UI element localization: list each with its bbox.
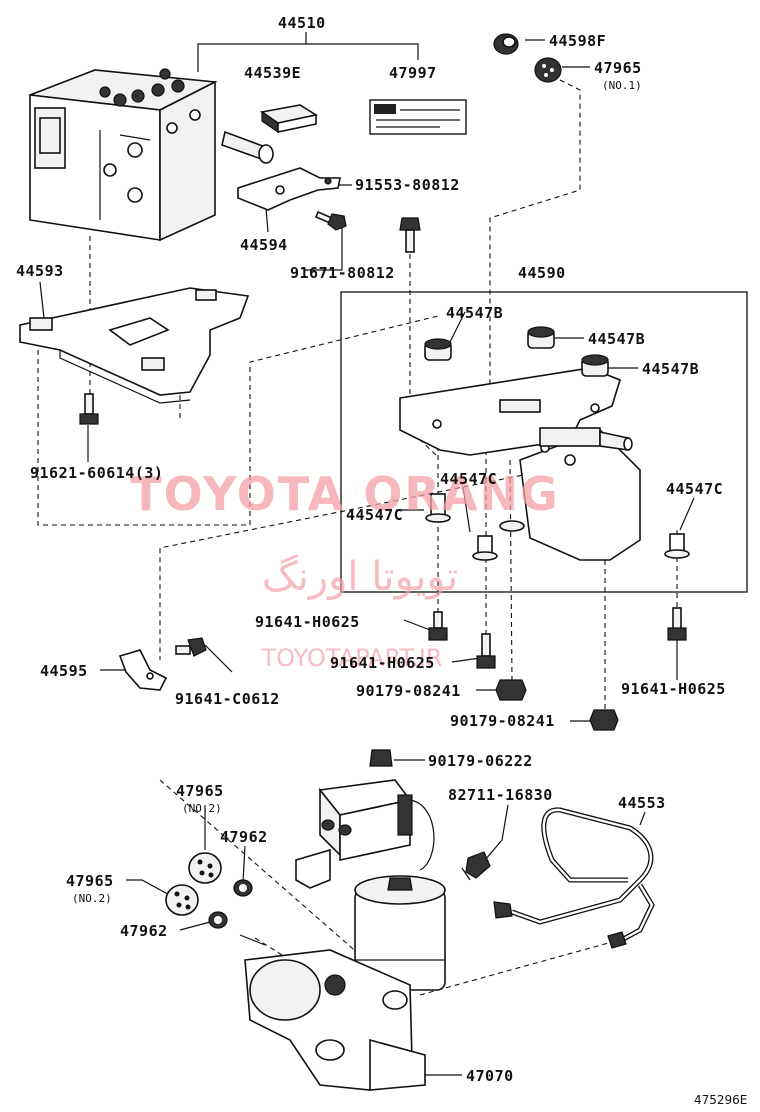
cushion-44547B-2 — [527, 326, 555, 349]
oring-47962-1-hole — [239, 884, 247, 892]
label-44547C-1: 44547C — [440, 470, 497, 488]
watermark-site: TOYOTAPART.IR — [260, 644, 442, 672]
label-44547B-2: 44547B — [588, 330, 645, 348]
label-90179-08241-2: 90179-08241 — [450, 712, 555, 730]
label-82711: 82711-16830 — [448, 786, 553, 804]
cushion-44547B-1 — [424, 338, 452, 361]
label-47965-no2b: 47965 — [66, 872, 114, 890]
label-44547B-1: 44547B — [446, 304, 503, 322]
bolt-91641-C0612 — [175, 637, 207, 657]
label-44595: 44595 — [40, 662, 88, 680]
grommet-44598F — [493, 33, 519, 55]
label-47965-no1: 47965 — [594, 59, 642, 77]
leader-lines — [39, 32, 695, 1076]
collar-44547C-3 — [664, 533, 690, 559]
label-44547B-3: 44547B — [642, 360, 699, 378]
connector-44539E — [259, 104, 319, 134]
bracket-44590 — [399, 367, 641, 561]
cushion-44547B-3 — [581, 354, 609, 377]
abs-actuator-44510 — [29, 68, 274, 242]
oring-47962-2-hole — [214, 916, 222, 924]
collar-44547C-2 — [472, 535, 498, 561]
label-no1: (NO.1) — [602, 79, 642, 92]
pump-assembly-47070 — [239, 779, 446, 1091]
watermark-brand: TOYOTA ORANG — [130, 467, 559, 521]
label-47962-1: 47962 — [220, 828, 268, 846]
bolt-91641-H0625-1 — [428, 611, 448, 641]
cushion-47965-no2a — [188, 852, 222, 884]
label-91621: 91621-60614(3) — [30, 464, 163, 482]
bolt-91641-H0625-3 — [667, 607, 687, 641]
bracket-44595 — [118, 649, 168, 691]
bolt-91621 — [79, 393, 99, 425]
label-44594: 44594 — [240, 236, 288, 254]
label-44598F: 44598F — [549, 32, 606, 50]
label-91641-H0625-2: 91641-H0625 — [330, 654, 435, 672]
label-no2a: (NO.2) — [182, 802, 222, 815]
collar-44547C-1 — [425, 493, 451, 523]
caution-label-47997 — [369, 99, 467, 135]
tube-44553 — [493, 807, 655, 949]
diagram-code: 475296E — [694, 1093, 747, 1107]
label-44539E: 44539E — [244, 64, 301, 82]
label-44553: 44553 — [618, 794, 666, 812]
label-47965-no2a: 47965 — [176, 782, 224, 800]
label-44547C-3: 44547C — [346, 506, 403, 524]
nut-90179-08241-2 — [589, 709, 619, 731]
label-91553: 91553-80812 — [355, 176, 460, 194]
nut-90179-08241-1 — [495, 679, 527, 701]
label-47962-2: 47962 — [120, 922, 168, 940]
bolt-91641-H0625-2 — [476, 633, 496, 669]
watermark-persian: تویوتا اورنگ — [262, 554, 458, 600]
clamp-82711 — [461, 851, 491, 881]
washer-44547C — [499, 520, 525, 532]
nut-90179-06222 — [369, 749, 393, 767]
group-frame-44590 — [340, 291, 748, 593]
cushion-47965-no1 — [534, 57, 562, 83]
label-no2b: (NO.2) — [72, 892, 112, 905]
label-91641-H0625-3: 91641-H0625 — [621, 680, 726, 698]
bolt-91553 — [399, 217, 421, 253]
bolt-91671 — [314, 210, 347, 231]
label-47997: 47997 — [389, 64, 437, 82]
label-91641-C0612: 91641-C0612 — [175, 690, 280, 708]
cushion-47965-no2b — [165, 884, 199, 916]
label-47070: 47070 — [466, 1067, 514, 1085]
label-44593: 44593 — [16, 262, 64, 280]
bracket-44593 — [19, 287, 250, 404]
label-90179-08241-1: 90179-08241 — [356, 682, 461, 700]
label-90179-06222: 90179-06222 — [428, 752, 533, 770]
label-44510: 44510 — [278, 14, 326, 32]
part-labels: 44510 44539E 47997 44598F 47965 (NO.1) 9… — [16, 14, 747, 1107]
bracket-44594 — [237, 167, 341, 211]
label-91671: 91671-80812 — [290, 264, 395, 282]
label-91641-H0625-1: 91641-H0625 — [255, 613, 360, 631]
label-44547C-2: 44547C — [666, 480, 723, 498]
label-44590: 44590 — [518, 264, 566, 282]
